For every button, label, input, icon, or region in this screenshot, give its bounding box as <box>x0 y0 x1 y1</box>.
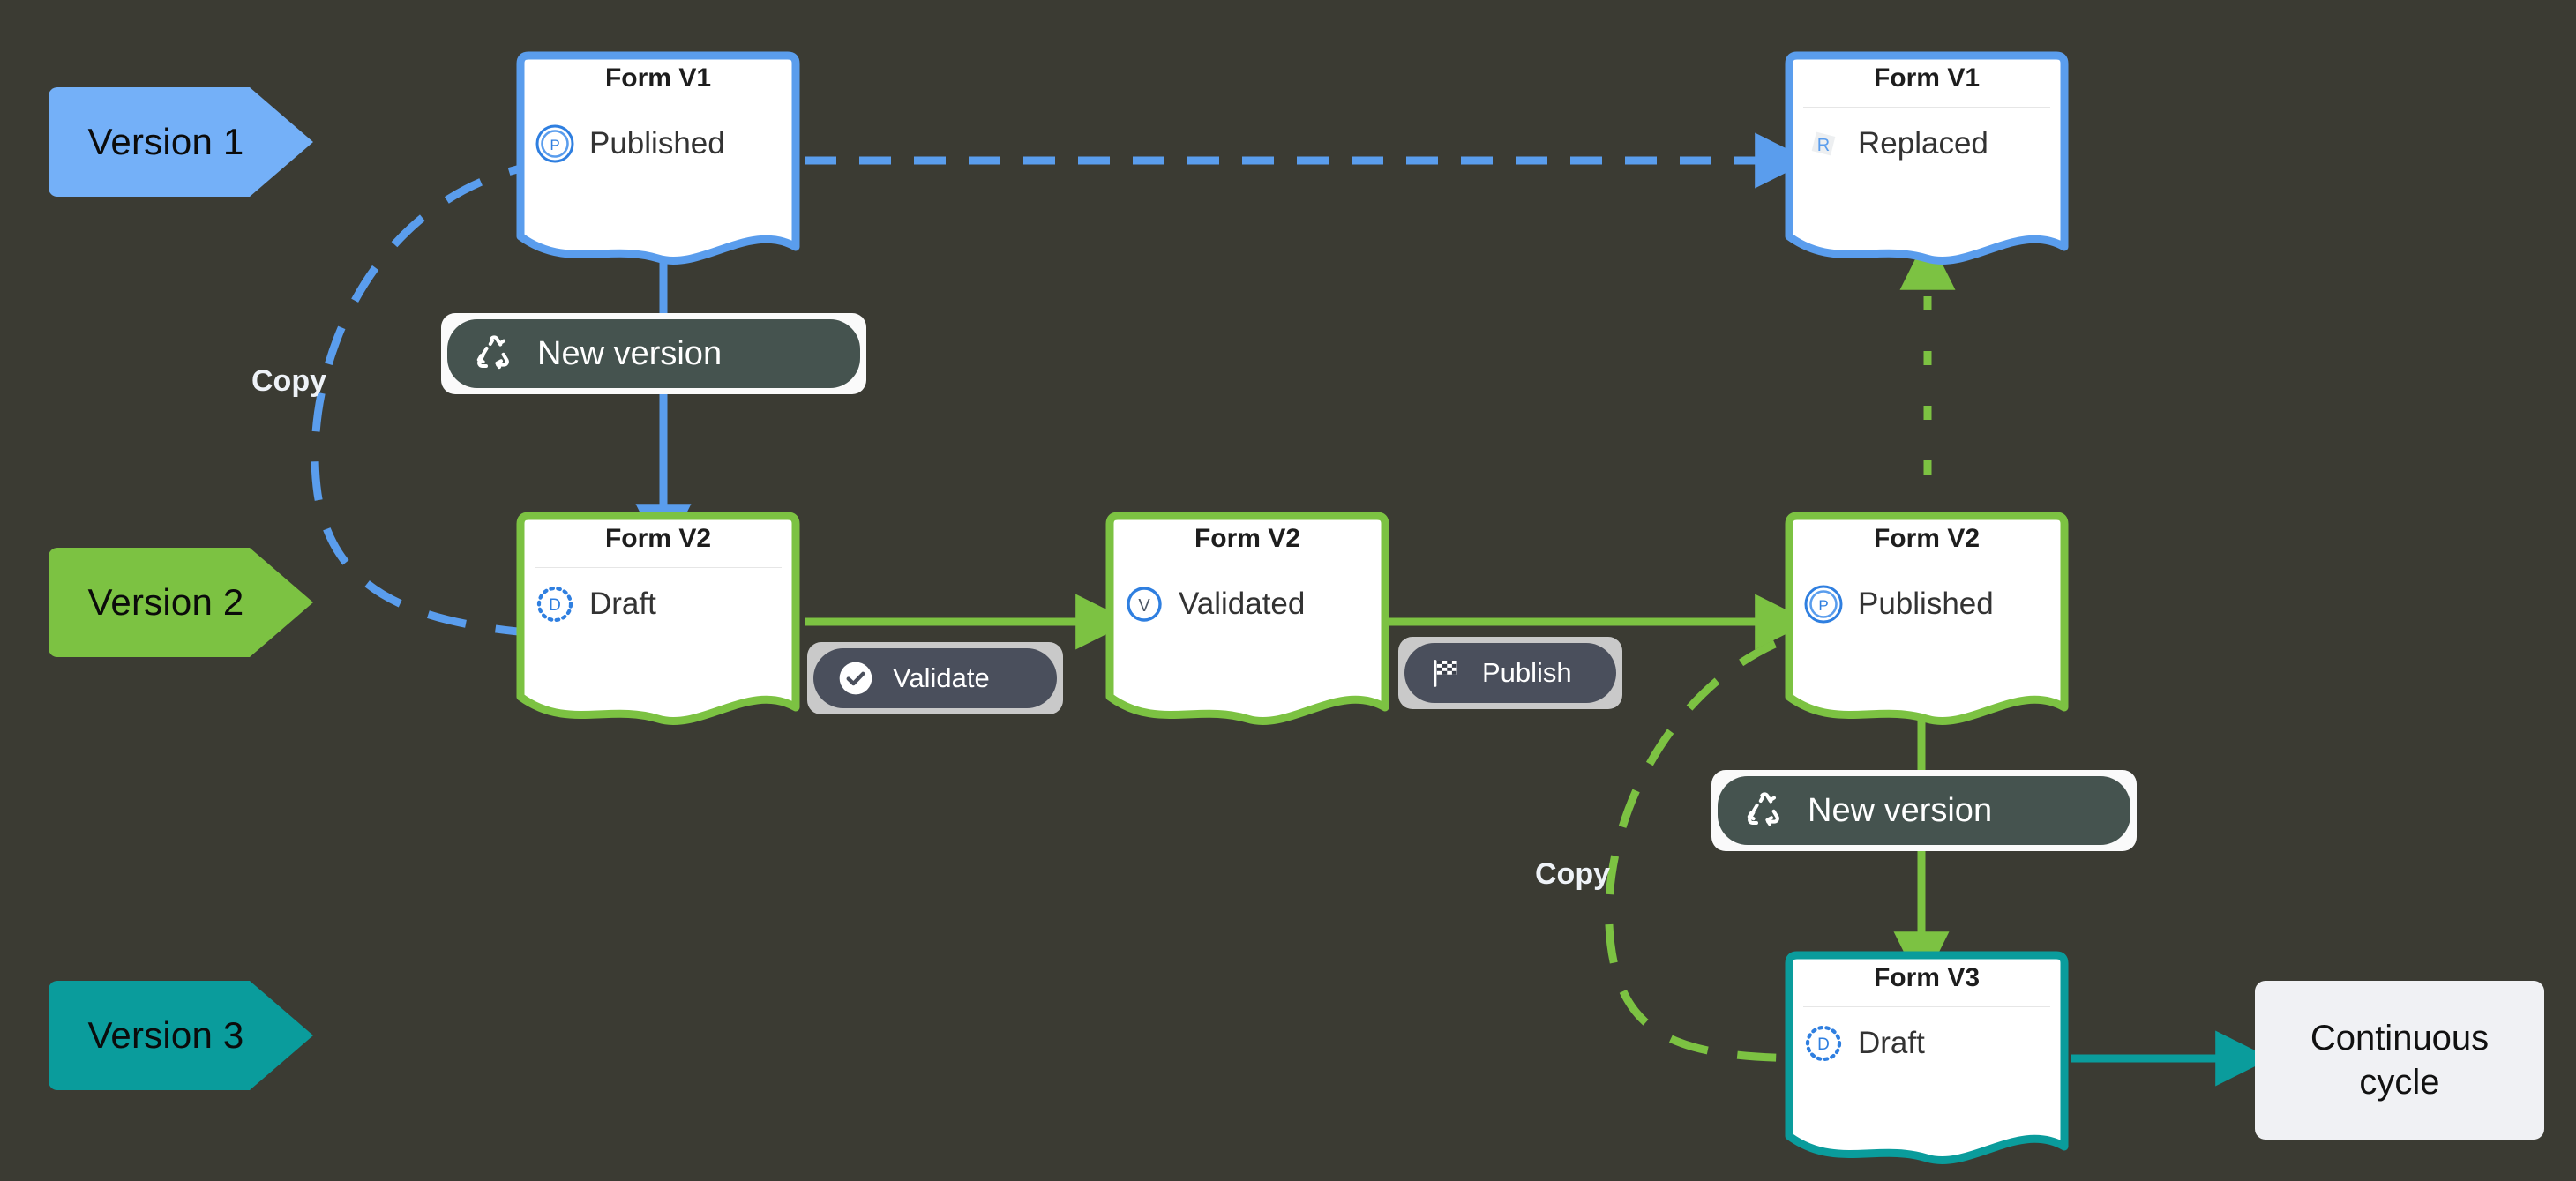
action-validate[interactable]: Validate <box>807 642 1063 714</box>
continuous-cycle-line-2: cycle <box>2359 1063 2440 1102</box>
version-lane-1: Version 1 <box>49 87 313 197</box>
edge-label-copy-2: Copy <box>1535 857 1610 891</box>
card-status-text: Draft <box>1858 1026 1925 1060</box>
card-form-v2-validated[interactable]: Form V2 V Validated <box>1101 512 1394 730</box>
draft-dotted-d-icon: D <box>535 584 575 624</box>
draft-dotted-d-icon: D <box>1803 1023 1844 1064</box>
continuous-cycle-line-1: Continuous <box>2310 1019 2490 1058</box>
card-form-v2-published[interactable]: Form V2 P Published <box>1780 512 2073 730</box>
svg-text:V: V <box>1138 596 1150 616</box>
published-circle-p-icon: P <box>1803 584 1844 624</box>
card-shape <box>516 51 800 265</box>
card-title: Form V2 <box>1194 524 1301 553</box>
card-status-text: Published <box>589 126 725 161</box>
action-new-version-1[interactable]: New version <box>441 313 866 394</box>
card-status-text: Published <box>1858 587 1994 621</box>
replaced-r-icon: R <box>1803 123 1844 164</box>
action-new-version-2[interactable]: New version <box>1711 770 2137 851</box>
card-status-text: Draft <box>589 587 656 621</box>
version-1-chevron-shape <box>49 87 313 197</box>
card-form-v1-published[interactable]: Form V1 P Published <box>512 51 805 270</box>
svg-text:P: P <box>1818 597 1828 614</box>
edge-label-copy-1: Copy <box>251 364 326 398</box>
card-form-v1-replaced[interactable]: Form V1 R Replaced <box>1780 51 2073 270</box>
action-publish[interactable]: Publish <box>1398 637 1622 709</box>
checkered-flag-icon <box>1427 654 1464 691</box>
svg-text:P: P <box>550 137 559 153</box>
version-1-label: Version 1 <box>87 121 244 162</box>
card-status-row: R Replaced <box>1803 123 1988 164</box>
version-lane-2: Version 2 <box>49 548 313 657</box>
card-title: Form V1 <box>604 64 712 93</box>
card-status-row: P Published <box>535 123 725 164</box>
version-3-label: Version 3 <box>87 1014 244 1056</box>
continuous-cycle-box: Continuous cycle <box>2255 981 2544 1140</box>
check-circle-icon <box>836 659 875 698</box>
recycle-icon <box>1744 789 1786 832</box>
action-label: New version <box>1808 791 1993 829</box>
card-status-row: D Draft <box>1803 1023 1925 1064</box>
svg-text:R: R <box>1817 136 1830 155</box>
card-status-row: V Validated <box>1124 584 1305 624</box>
card-form-v2-draft[interactable]: Form V2 D Draft <box>512 512 805 730</box>
version-2-label: Version 2 <box>87 581 244 623</box>
card-title: Form V1 <box>1873 64 1981 93</box>
card-divider <box>535 567 782 568</box>
card-status-text: Validated <box>1179 587 1306 621</box>
card-status-row: D Draft <box>535 584 656 624</box>
svg-text:D: D <box>1817 1035 1830 1054</box>
version-lane-3: Version 3 <box>49 981 313 1090</box>
version-3-chevron-shape <box>49 981 313 1090</box>
card-shape <box>1105 512 1389 725</box>
published-circle-p-icon: P <box>535 123 575 164</box>
card-shape <box>1785 512 2069 725</box>
card-title: Form V2 <box>1873 524 1981 553</box>
card-title: Form V3 <box>1873 963 1981 992</box>
card-status-text: Replaced <box>1858 126 1988 161</box>
card-divider <box>1803 1006 2050 1007</box>
card-status-row: P Published <box>1803 584 1994 624</box>
validated-circle-v-icon: V <box>1124 584 1164 624</box>
recycle-icon <box>474 333 516 375</box>
card-divider <box>1803 107 2050 108</box>
action-label: New version <box>537 334 723 372</box>
action-label: Publish <box>1482 657 1572 688</box>
card-title: Form V2 <box>604 524 712 553</box>
card-form-v3-draft[interactable]: Form V3 D Draft <box>1780 951 2073 1170</box>
action-label: Validate <box>893 662 990 693</box>
svg-text:D: D <box>549 596 561 615</box>
version-2-chevron-shape <box>49 548 313 657</box>
